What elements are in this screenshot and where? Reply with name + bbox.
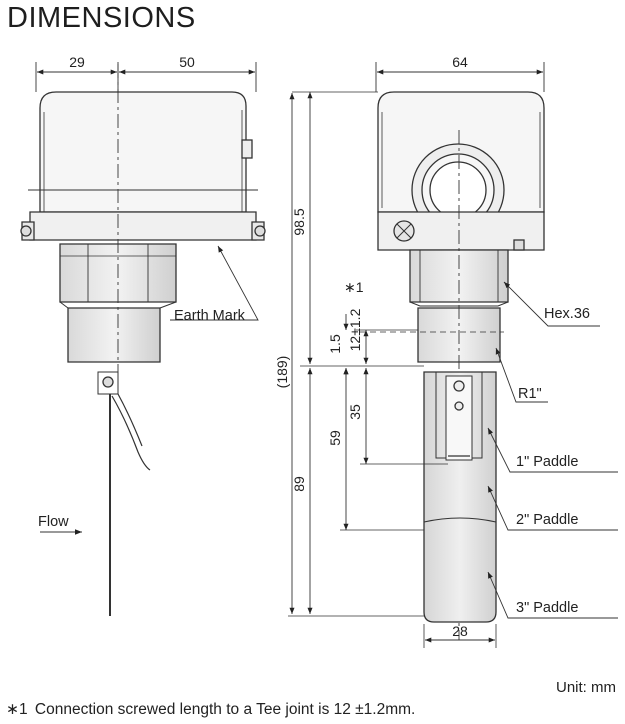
dim-1-5: 1.5 bbox=[327, 334, 343, 354]
label-3in-paddle: 3" Paddle bbox=[516, 600, 578, 616]
dim-12: 12±1.2 bbox=[347, 308, 363, 351]
side-view bbox=[20, 62, 266, 616]
label-1in-paddle: 1" Paddle bbox=[516, 454, 578, 470]
front-view bbox=[288, 62, 618, 648]
dim-50: 50 bbox=[179, 54, 195, 70]
dim-29: 29 bbox=[69, 54, 85, 70]
dim-28: 28 bbox=[452, 623, 468, 639]
footnote: ∗1 Connection screwed length to a Tee jo… bbox=[6, 700, 415, 719]
note-mark-1: ∗1 bbox=[344, 279, 364, 295]
dim-98-5: 98.5 bbox=[291, 208, 307, 235]
label-r1: R1" bbox=[518, 386, 542, 402]
dim-89: 89 bbox=[291, 476, 307, 492]
dim-64: 64 bbox=[452, 54, 468, 70]
label-hex36: Hex.36 bbox=[544, 306, 590, 322]
dim-59: 59 bbox=[327, 430, 343, 446]
unit-label: Unit: mm bbox=[556, 679, 616, 696]
label-2in-paddle: 2" Paddle bbox=[516, 512, 578, 528]
footnote-mark: ∗1 bbox=[6, 701, 28, 718]
dim-189: (189) bbox=[274, 356, 290, 389]
label-earth-mark: Earth Mark bbox=[174, 308, 246, 324]
dim-35: 35 bbox=[347, 404, 363, 420]
footnote-text: Connection screwed length to a Tee joint… bbox=[34, 701, 416, 718]
label-flow: Flow bbox=[38, 514, 69, 530]
page-title: DIMENSIONS bbox=[7, 2, 196, 34]
